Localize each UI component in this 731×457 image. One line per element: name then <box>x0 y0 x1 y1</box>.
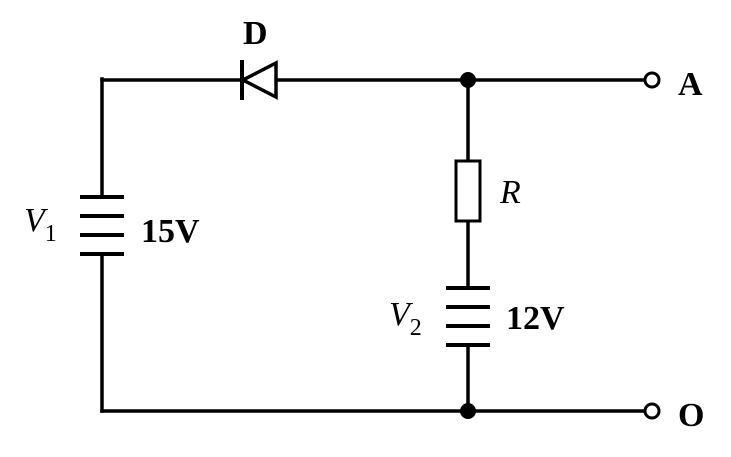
resistor-label: R <box>499 174 521 211</box>
battery-v1-symbol <box>80 195 124 256</box>
resistor-symbol <box>454 159 482 223</box>
battery-v1-label: V1 <box>24 202 57 247</box>
diode-symbol <box>239 60 278 100</box>
junction-dot-bottom <box>460 403 476 419</box>
wire-top-left <box>100 77 242 82</box>
terminal-o-circle <box>643 402 661 420</box>
battery-v1-subscript: 1 <box>45 221 57 247</box>
terminal-o-label: O <box>678 397 704 434</box>
battery-v2-label: V2 <box>389 296 422 341</box>
battery-v2-voltage: 12V <box>506 300 565 337</box>
terminal-a-circle <box>643 71 661 89</box>
battery-v1-voltage: 15V <box>141 213 200 250</box>
battery-v2-subscript: 2 <box>410 315 422 341</box>
diode-label: D <box>243 15 268 52</box>
terminal-a-label: A <box>678 66 703 103</box>
junction-dot-top <box>460 72 476 88</box>
battery-v2-symbol <box>446 286 490 347</box>
